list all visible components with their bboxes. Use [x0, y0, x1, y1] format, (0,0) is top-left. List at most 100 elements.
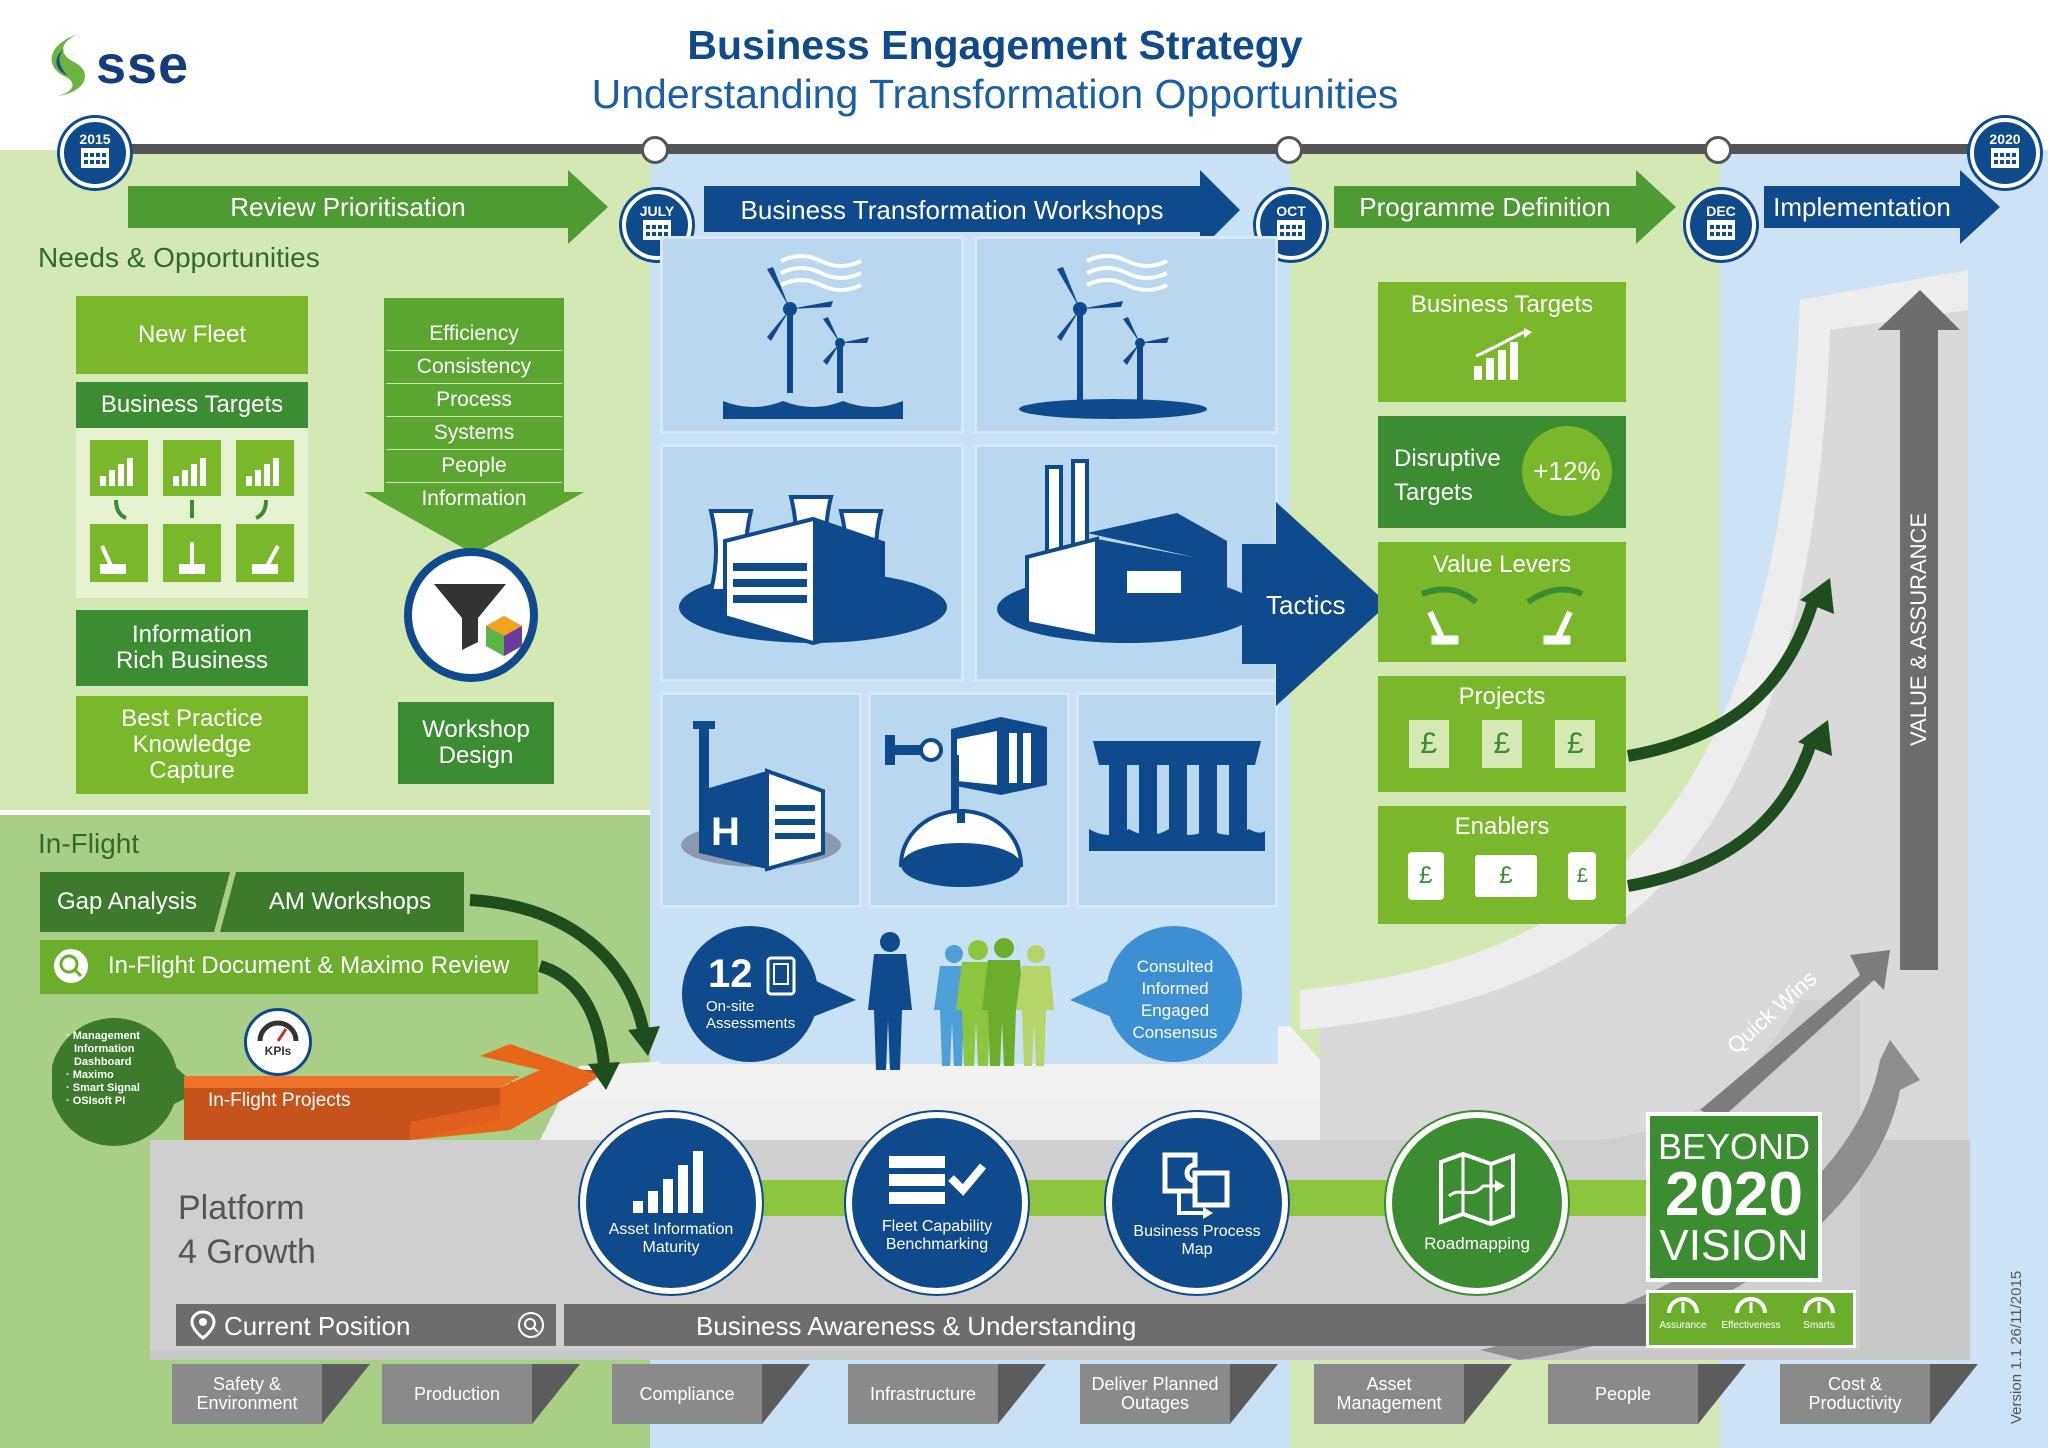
phase-label-workshops: Business Transformation Workshops — [740, 194, 1164, 225]
step-label: Asset Information — [608, 1221, 734, 1238]
panel-hydro-dam — [1076, 692, 1278, 908]
inflight-tabs — [40, 872, 464, 932]
flow-arrow-doc-review — [538, 960, 610, 1067]
version-label: Version 1.1 26/11/2015 — [2008, 1270, 2025, 1424]
phone-icon: £ — [1568, 852, 1597, 900]
funnel-icon — [434, 584, 522, 656]
inflight-heading: In-Flight — [38, 828, 140, 859]
funnel-item: Efficiency — [386, 318, 562, 351]
hydro-dam-icon — [1089, 741, 1265, 851]
step-label: Benchmarking — [885, 1236, 989, 1253]
location-pin-icon — [190, 1310, 216, 1340]
puzzle-process-icon — [1162, 1152, 1230, 1219]
am-workshops-tab[interactable]: AM Workshops — [268, 888, 432, 915]
consensus-item: Engaged — [1140, 1001, 1210, 1020]
bar-chart-icon — [1474, 328, 1532, 380]
team-icon — [934, 938, 1054, 1066]
pillar-infrastructure: Infrastructure — [848, 1364, 998, 1424]
search-icon — [54, 949, 88, 983]
info-rich-business-box: Information Rich Business — [76, 610, 308, 686]
gauge-icon — [1803, 1297, 1835, 1314]
platform-title: Platform 4 Growth — [178, 1186, 316, 1274]
consensus-bubble — [1070, 926, 1242, 1062]
kpis-badge: KPIs — [244, 1008, 312, 1076]
calendar-icon — [1991, 148, 2019, 168]
needs-heading: Needs & Opportunities — [38, 242, 320, 273]
disruptive-line2: Targets — [1394, 479, 1473, 506]
enabler-devices: £ £ £ — [1378, 852, 1626, 900]
phase-arrow-workshops — [704, 170, 1240, 250]
awareness-label: Business Awareness & Understanding — [696, 1311, 1137, 1341]
gauge-assurance: Assurance — [1649, 1293, 1717, 1345]
mis-item: Dashboard — [74, 1056, 132, 1068]
enablers-box: Enablers £ £ £ — [1378, 806, 1626, 924]
calendar-icon — [643, 220, 671, 240]
pound-pot-icon: £ — [1555, 720, 1596, 768]
mis-item: · Management — [66, 1030, 140, 1042]
consensus-item: Consensus — [1132, 1023, 1218, 1042]
gap-analysis-tab[interactable]: Gap Analysis — [56, 888, 198, 915]
doc-review-label: In-Flight Document & Maximo Review — [108, 952, 510, 979]
step-fleet-capability: Fleet Capability Benchmarking — [846, 1112, 1028, 1294]
disruptive-line1: Disruptive — [1394, 445, 1501, 472]
assessments-count: 12 — [708, 952, 753, 996]
calendar-dec: DEC — [1686, 190, 1756, 260]
disruptive-percent: +12% — [1522, 426, 1612, 516]
assessments-label: On-site Assessments — [706, 998, 795, 1032]
calendar-icon — [1277, 220, 1305, 240]
platform-line2: 4 Growth — [178, 1233, 316, 1271]
mis-item: Information — [74, 1043, 135, 1055]
mis-list: · Management Information Dashboard · Max… — [66, 1030, 166, 1108]
timeline-node-july — [641, 136, 669, 164]
people-icons — [868, 932, 1054, 1070]
current-position-bar: Current Position — [176, 1304, 556, 1346]
gauge-icon — [257, 1020, 299, 1042]
consensus-item: Consulted — [1136, 957, 1214, 976]
step-label: Maturity — [642, 1239, 700, 1256]
vision-year: 2020 — [1665, 1160, 1803, 1229]
search-icon — [518, 1312, 544, 1338]
gauge-effectiveness: Effectiveness — [1717, 1293, 1785, 1345]
panel-gas-storage — [868, 692, 1070, 908]
step-label: Roadmapping — [1424, 1234, 1530, 1253]
pound-pot-icon: £ — [1408, 720, 1449, 768]
targets-grid — [76, 428, 308, 598]
funnel-item: Information — [421, 487, 527, 510]
monitor-icon: £ — [1474, 855, 1537, 897]
phase-label-programme: Programme Definition — [1359, 191, 1611, 222]
gauge-icon — [1735, 1297, 1767, 1314]
value-levers-label: Value Levers — [1432, 551, 1572, 578]
funnel-item: People — [386, 450, 562, 483]
tablet-icon: £ — [1407, 852, 1444, 900]
mis-item: · Smart Signal — [66, 1082, 140, 1094]
offshore-wind-icon — [723, 254, 903, 419]
panel-hydrogen: H — [660, 692, 862, 908]
chart-icons — [90, 440, 294, 582]
funnel-arrow — [364, 298, 584, 554]
step-business-process-map: Business Process Map — [1106, 1112, 1288, 1294]
svg-text:H: H — [711, 810, 740, 854]
power-station-icon — [679, 495, 947, 646]
tactics-label: Tactics — [1266, 590, 1346, 620]
assessments-bubble — [682, 926, 856, 1062]
vision-label: VISION — [1659, 1221, 1809, 1270]
workshop-design-box: Workshop Design — [398, 702, 554, 784]
info-rich-line1: Information — [131, 621, 253, 648]
calendar-oct: OCT — [1256, 190, 1326, 260]
gas-storage-icon — [885, 717, 1047, 887]
awareness-bar: Business Awareness & Understanding — [564, 1304, 1824, 1346]
pillar-compliance: Compliance — [612, 1364, 762, 1424]
best-practice-box: Best Practice Knowledge Capture — [76, 696, 308, 794]
panel-onshore-wind — [974, 236, 1278, 434]
inflight-projects-arrow — [184, 1044, 600, 1140]
timeline-node-dec — [1704, 136, 1732, 164]
phase-arrows — [128, 170, 2000, 250]
page-subtitle: Understanding Transformation Opportuniti… — [591, 70, 1399, 117]
pillar-safety-environment: Safety &Environment — [172, 1364, 322, 1424]
cube-icon — [486, 616, 522, 656]
sse-swirl-icon — [51, 34, 86, 96]
step-label: Business Process — [1133, 1223, 1261, 1240]
beyond-2020-box: BEYOND 2020 VISION — [1646, 1112, 1822, 1282]
funnel-item: Consistency — [386, 351, 562, 384]
